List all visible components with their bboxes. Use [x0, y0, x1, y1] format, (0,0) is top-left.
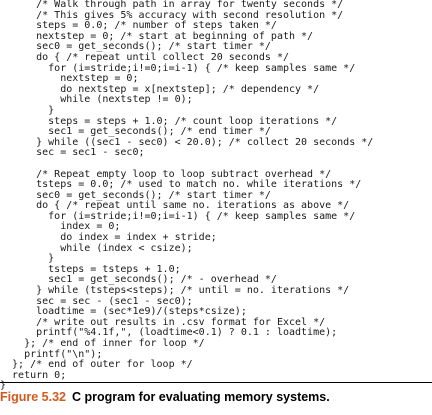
code-line: sec = sec - (sec1 - sec0);	[0, 295, 193, 307]
code-line: do { /* repeat until collect 20 seconds …	[0, 51, 289, 63]
code-line: do { /* repeat until same no. iterations…	[0, 200, 350, 212]
code-line: tsteps = tsteps + 1.0;	[0, 263, 181, 275]
code-line: return 0;	[0, 369, 67, 381]
code-line: /* This gives 5% accuracy with second re…	[0, 9, 344, 21]
code-line: for (i=stride;i!=0;i=i-1) { /* keep samp…	[0, 62, 356, 74]
code-line: sec = sec1 - sec0;	[0, 147, 145, 159]
code-listing: /* Walk through path in array for twenty…	[0, 0, 432, 392]
code-line: sec1 = get_seconds(); /* end timer */	[0, 126, 271, 138]
code-line: printf("\n");	[0, 348, 103, 360]
figure-label: Figure 5.32	[0, 390, 66, 404]
code-line: printf("%4.1f,", (loadtime<0.1) ? 0.1 : …	[0, 327, 338, 339]
code-line: sec0 = get_seconds(); /* start timer */	[0, 189, 271, 201]
code-line: }; /* end of inner for loop */	[0, 338, 205, 349]
code-line: while (index < csize);	[0, 242, 193, 254]
code-line	[0, 159, 432, 170]
code-line: do index = index + stride;	[0, 232, 217, 244]
code-line: while (nextstep != 0);	[0, 94, 193, 106]
code-line: nextstep = 0; /* start at beginning of p…	[0, 30, 314, 42]
code-line: /* write out results in .csv format for …	[0, 316, 326, 328]
code-line: index = 0;	[0, 221, 121, 233]
code-line: }; /* end of outer for loop */	[0, 359, 193, 371]
code-line: for (i=stride;i!=0;i=i-1) { /* keep samp…	[0, 210, 356, 222]
caption-divider	[0, 382, 432, 383]
code-line: steps = 0.0; /* number of steps taken */	[0, 20, 277, 32]
code-line: steps = steps + 1.0; /* count loop itera…	[0, 115, 338, 127]
code-line: do nextstep = x[nextstep]; /* dependency…	[0, 83, 320, 95]
code-line: } while (tsteps<steps); /* until = no. i…	[0, 285, 350, 297]
code-line: }	[0, 104, 55, 116]
code-line: tsteps = 0.0; /* used to match no. while…	[0, 179, 362, 191]
code-line: } while ((sec1 - sec0) < 20.0); /* colle…	[0, 136, 374, 148]
figure-caption: Figure 5.32 C program for evaluating memo…	[0, 389, 432, 405]
code-line: }	[0, 253, 55, 265]
code-line: /* Repeat empty loop to loop subtract ov…	[0, 168, 332, 180]
code-line: }	[0, 380, 7, 392]
code-line: sec1 = get_seconds(); /* - overhead */	[0, 274, 277, 286]
code-line: /* Walk through path in array for twenty…	[0, 0, 344, 10]
figure-title: C program for evaluating memory systems.	[72, 390, 330, 404]
code-line: loadtime = (sec*1e9)/(steps*csize);	[0, 306, 247, 318]
code-line: sec0 = get_seconds(); /* start timer */	[0, 41, 271, 53]
code-line: nextstep = 0;	[0, 73, 139, 85]
